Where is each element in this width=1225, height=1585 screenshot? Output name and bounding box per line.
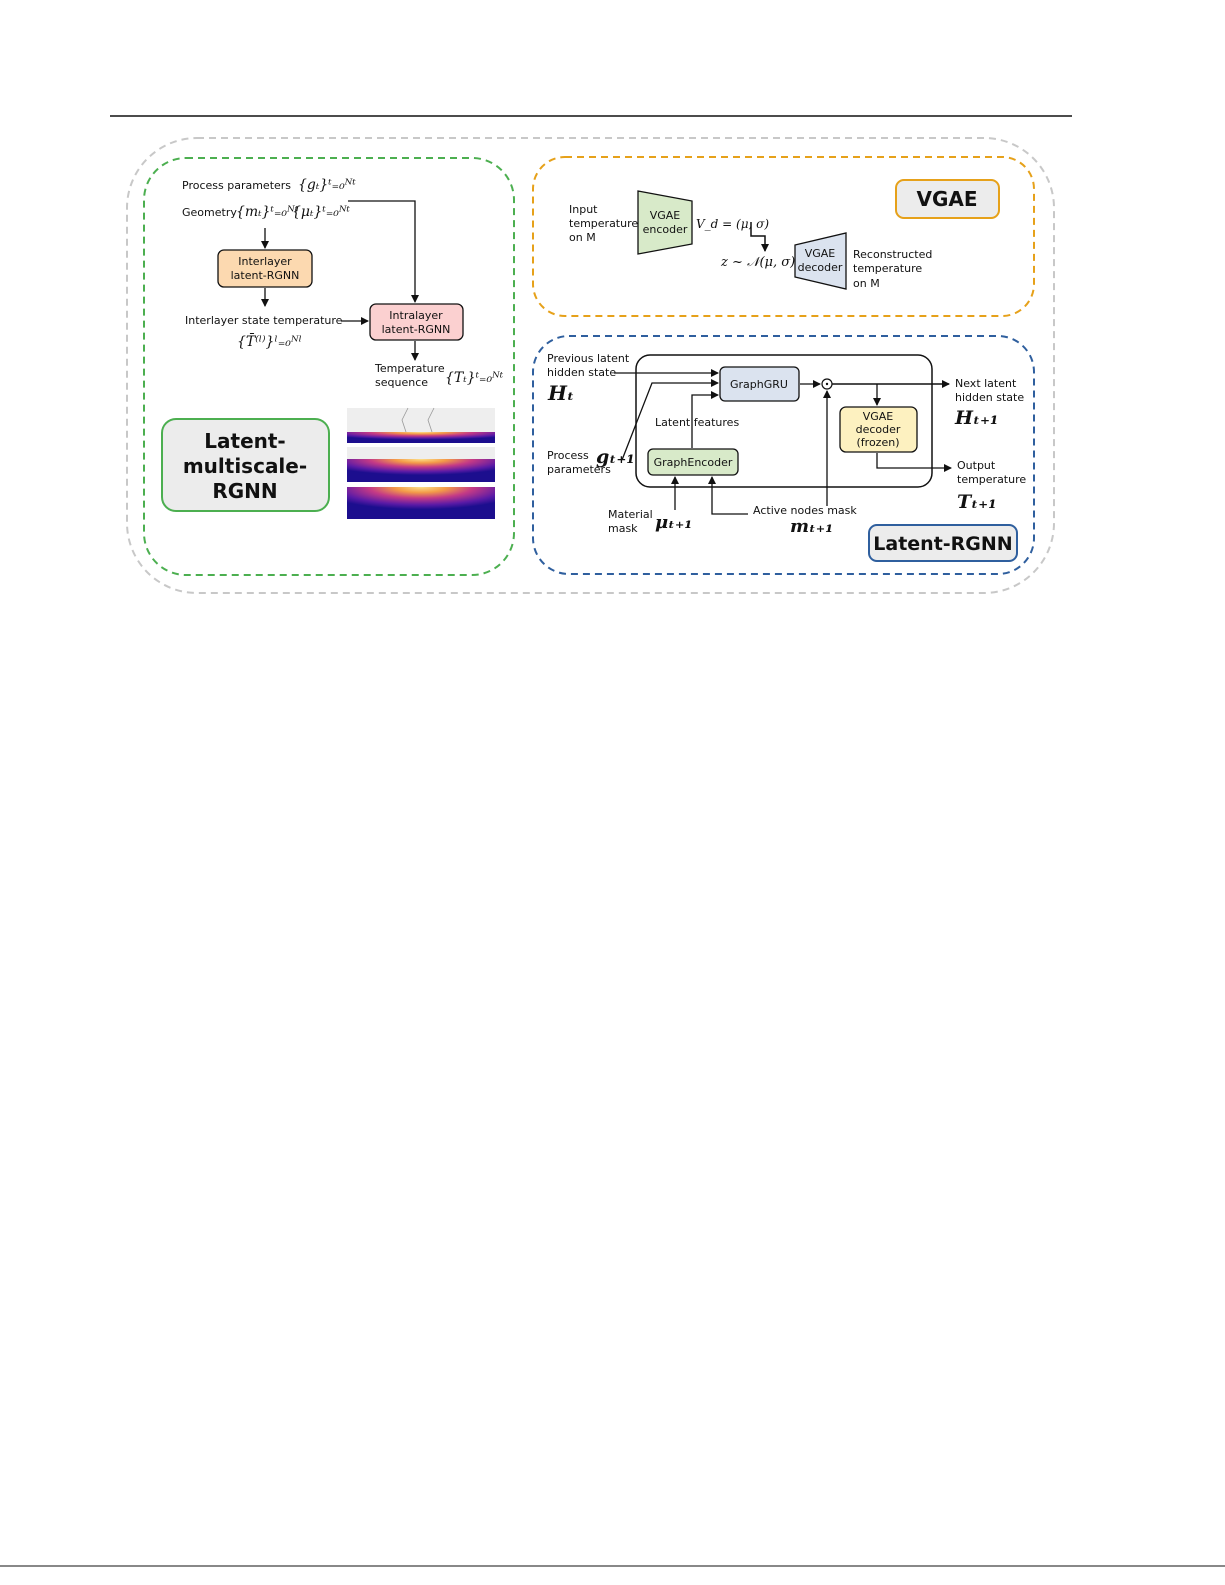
temperature-sequence-line2: sequence — [375, 376, 428, 389]
prev-hidden-math: Hₜ — [547, 381, 574, 405]
process-parameters-label: Process parameters — [182, 179, 291, 192]
graphencoder-block: GraphEncoder — [647, 448, 739, 476]
material-mask-math: μₜ₊₁ — [655, 512, 692, 533]
z-math: z ~ 𝒩(μ, σ) — [720, 255, 795, 270]
frozen-line3: (frozen) — [857, 436, 900, 449]
vgae-decoder-line1: VGAE — [805, 247, 836, 260]
vgae-decoder-frozen-block: VGAE decoder (frozen) — [839, 406, 918, 453]
vgae-badge: VGAE — [895, 179, 1000, 219]
vgae-encoder-block: VGAE encoder — [637, 190, 693, 255]
output-temp-math: Tₜ₊₁ — [957, 491, 997, 513]
interlayer-state-math: {T̄⁽ˡ⁾}ˡ₌₀ᴺˡ — [237, 332, 302, 350]
process-params-math: gₜ₊₁ — [596, 446, 635, 468]
vgae-output-line1: Reconstructed — [853, 248, 932, 261]
interlayer-state-label: Interlayer state temperature — [185, 314, 343, 327]
rgnn-inner-box — [635, 354, 933, 488]
material-mask-line2: mask — [608, 522, 638, 535]
vd-math: V_d = (μ, σ) — [696, 217, 769, 231]
active-nodes-label: Active nodes mask — [753, 504, 857, 517]
vgae-panel — [532, 156, 1035, 317]
decoder-to-output-arrow — [876, 453, 952, 472]
process-to-gru-arrow — [621, 379, 719, 461]
temperature-sequence-math: {Tₜ}ᵗ₌₀ᴺᵗ — [445, 370, 504, 386]
vgae-encoder-line1: VGAE — [650, 209, 681, 222]
graphencoder-label: GraphEncoder — [654, 456, 733, 469]
output-temp-line2: temperature — [957, 473, 1026, 486]
vgae-output-line3: on M — [853, 277, 880, 290]
latent-features-label: Latent features — [655, 416, 739, 429]
material-mask-line1: Material — [608, 508, 653, 521]
prev-hidden-line1: Previous latent — [547, 352, 630, 365]
intralayer-rgnn-box: Intralayer latent-RGNN — [369, 303, 464, 341]
vgae-input-line2: temperature — [569, 217, 638, 230]
temperature-field-image — [347, 407, 495, 519]
intralayer-line2: latent-RGNN — [382, 323, 451, 336]
temperature-sequence-line1: Temperature — [374, 362, 445, 375]
process-parameters-math: {gₜ}ᵗ₌₀ᴺᵗ — [298, 177, 356, 193]
vgae-decoder-block: VGAE decoder — [794, 232, 847, 290]
multiscale-panel — [143, 157, 515, 576]
vd-to-z-arrow — [750, 222, 769, 252]
next-hidden-line2: hidden state — [955, 391, 1024, 404]
next-hidden-line1: Next latent — [955, 377, 1017, 390]
interlayer-line2: latent-RGNN — [231, 269, 300, 282]
vgae-encoder-line2: encoder — [643, 223, 688, 236]
process-to-intralayer-arrow — [348, 200, 419, 303]
process-params-line2: parameters — [547, 463, 611, 476]
rgnn-badge-text: Latent-RGNN — [873, 533, 1012, 555]
frozen-line1: VGAE — [863, 410, 894, 423]
multiscale-badge-line1: Latent- — [204, 429, 285, 453]
vgae-output-line2: temperature — [853, 262, 922, 275]
active-to-encoder-arrow — [708, 476, 748, 515]
vgae-badge-text: VGAE — [916, 187, 977, 211]
geometry-math-m: {mₜ}ᵗ₌₀ᴺᵗ — [236, 204, 299, 220]
interlayer-rgnn-box: Interlayer latent-RGNN — [217, 249, 313, 288]
vgae-input-line3: on M — [569, 231, 596, 244]
rgnn-badge: Latent-RGNN — [868, 524, 1018, 562]
graphgru-label: GraphGRU — [730, 378, 788, 391]
next-hidden-math: Hₜ₊₁ — [954, 407, 998, 429]
vgae-input-line1: Input — [569, 203, 598, 216]
multiscale-badge-line3: RGNN — [212, 479, 277, 503]
process-params-line1: Process — [547, 449, 589, 462]
interlayer-line1: Interlayer — [238, 255, 292, 268]
multiscale-badge: Latent- multiscale- RGNN — [161, 418, 330, 512]
geometry-math-mu: {μₜ}ᵗ₌₀ᴺᵗ — [292, 204, 351, 220]
output-temp-line1: Output — [957, 459, 996, 472]
geometry-label: Geometry — [182, 206, 237, 219]
intralayer-line1: Intralayer — [389, 309, 443, 322]
frozen-line2: decoder — [856, 423, 901, 436]
prev-hidden-line2: hidden state — [547, 366, 616, 379]
encoder-to-gru-arrow — [691, 391, 719, 448]
vgae-decoder-line2: decoder — [798, 261, 843, 274]
active-nodes-math: mₜ₊₁ — [790, 516, 833, 537]
graphgru-block: GraphGRU — [719, 366, 800, 402]
multiscale-badge-line2: multiscale- — [183, 454, 307, 478]
rgnn-panel — [532, 335, 1035, 575]
